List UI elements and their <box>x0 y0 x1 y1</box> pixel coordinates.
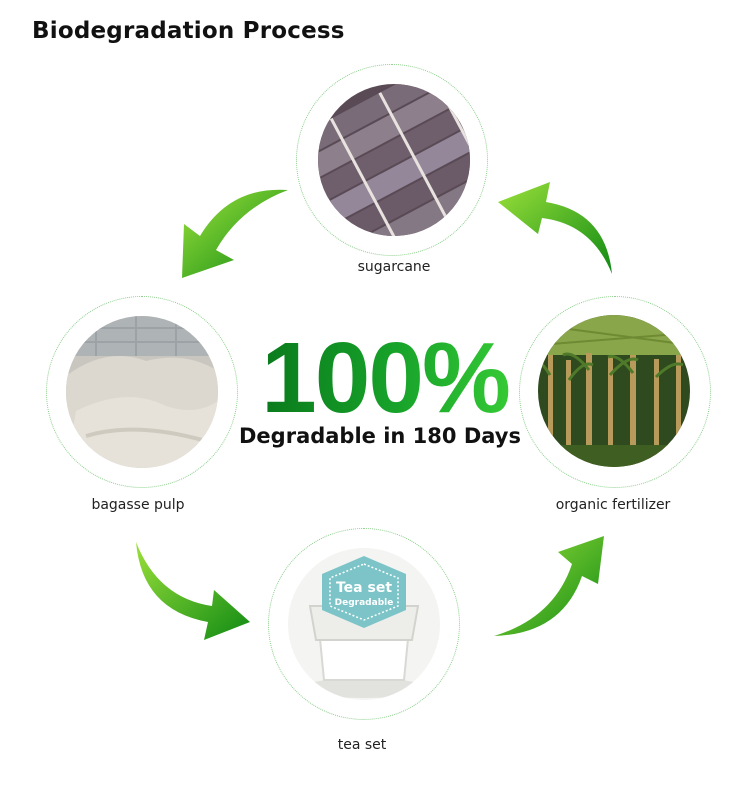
bagasse-photo <box>66 316 218 468</box>
sugarcane-ring <box>296 64 488 256</box>
fertilizer-ring <box>519 296 711 488</box>
degradable-subtitle: Degradable in 180 Days <box>239 424 521 448</box>
sugarcane-photo <box>318 84 470 236</box>
bagasse-label: bagasse pulp <box>91 497 185 513</box>
diagram-title: Biodegradation Process <box>32 18 345 44</box>
arrow-fertilizer-to-sugarcane-icon <box>498 182 612 274</box>
bagasse-ring <box>46 296 238 488</box>
teaset-photo: Tea set Degradable <box>288 548 440 700</box>
teaset-ring <box>268 528 460 720</box>
teaset-label: tea set <box>337 737 387 753</box>
fertilizer-label: organic fertilizer <box>555 497 671 513</box>
arrow-sugarcane-to-bagasse-icon <box>182 189 288 278</box>
teaset-box-line2: Degradable <box>334 598 394 608</box>
arrow-teaset-to-fertilizer-icon <box>494 536 604 636</box>
sugarcane-label: sugarcane <box>357 259 431 275</box>
fertilizer-photo <box>538 315 690 467</box>
arrow-bagasse-to-teaset-icon <box>136 542 250 640</box>
teaset-box-line1: Tea set <box>335 580 393 596</box>
percent-headline: 100% <box>250 328 520 428</box>
percent-text: 100% <box>261 322 511 434</box>
